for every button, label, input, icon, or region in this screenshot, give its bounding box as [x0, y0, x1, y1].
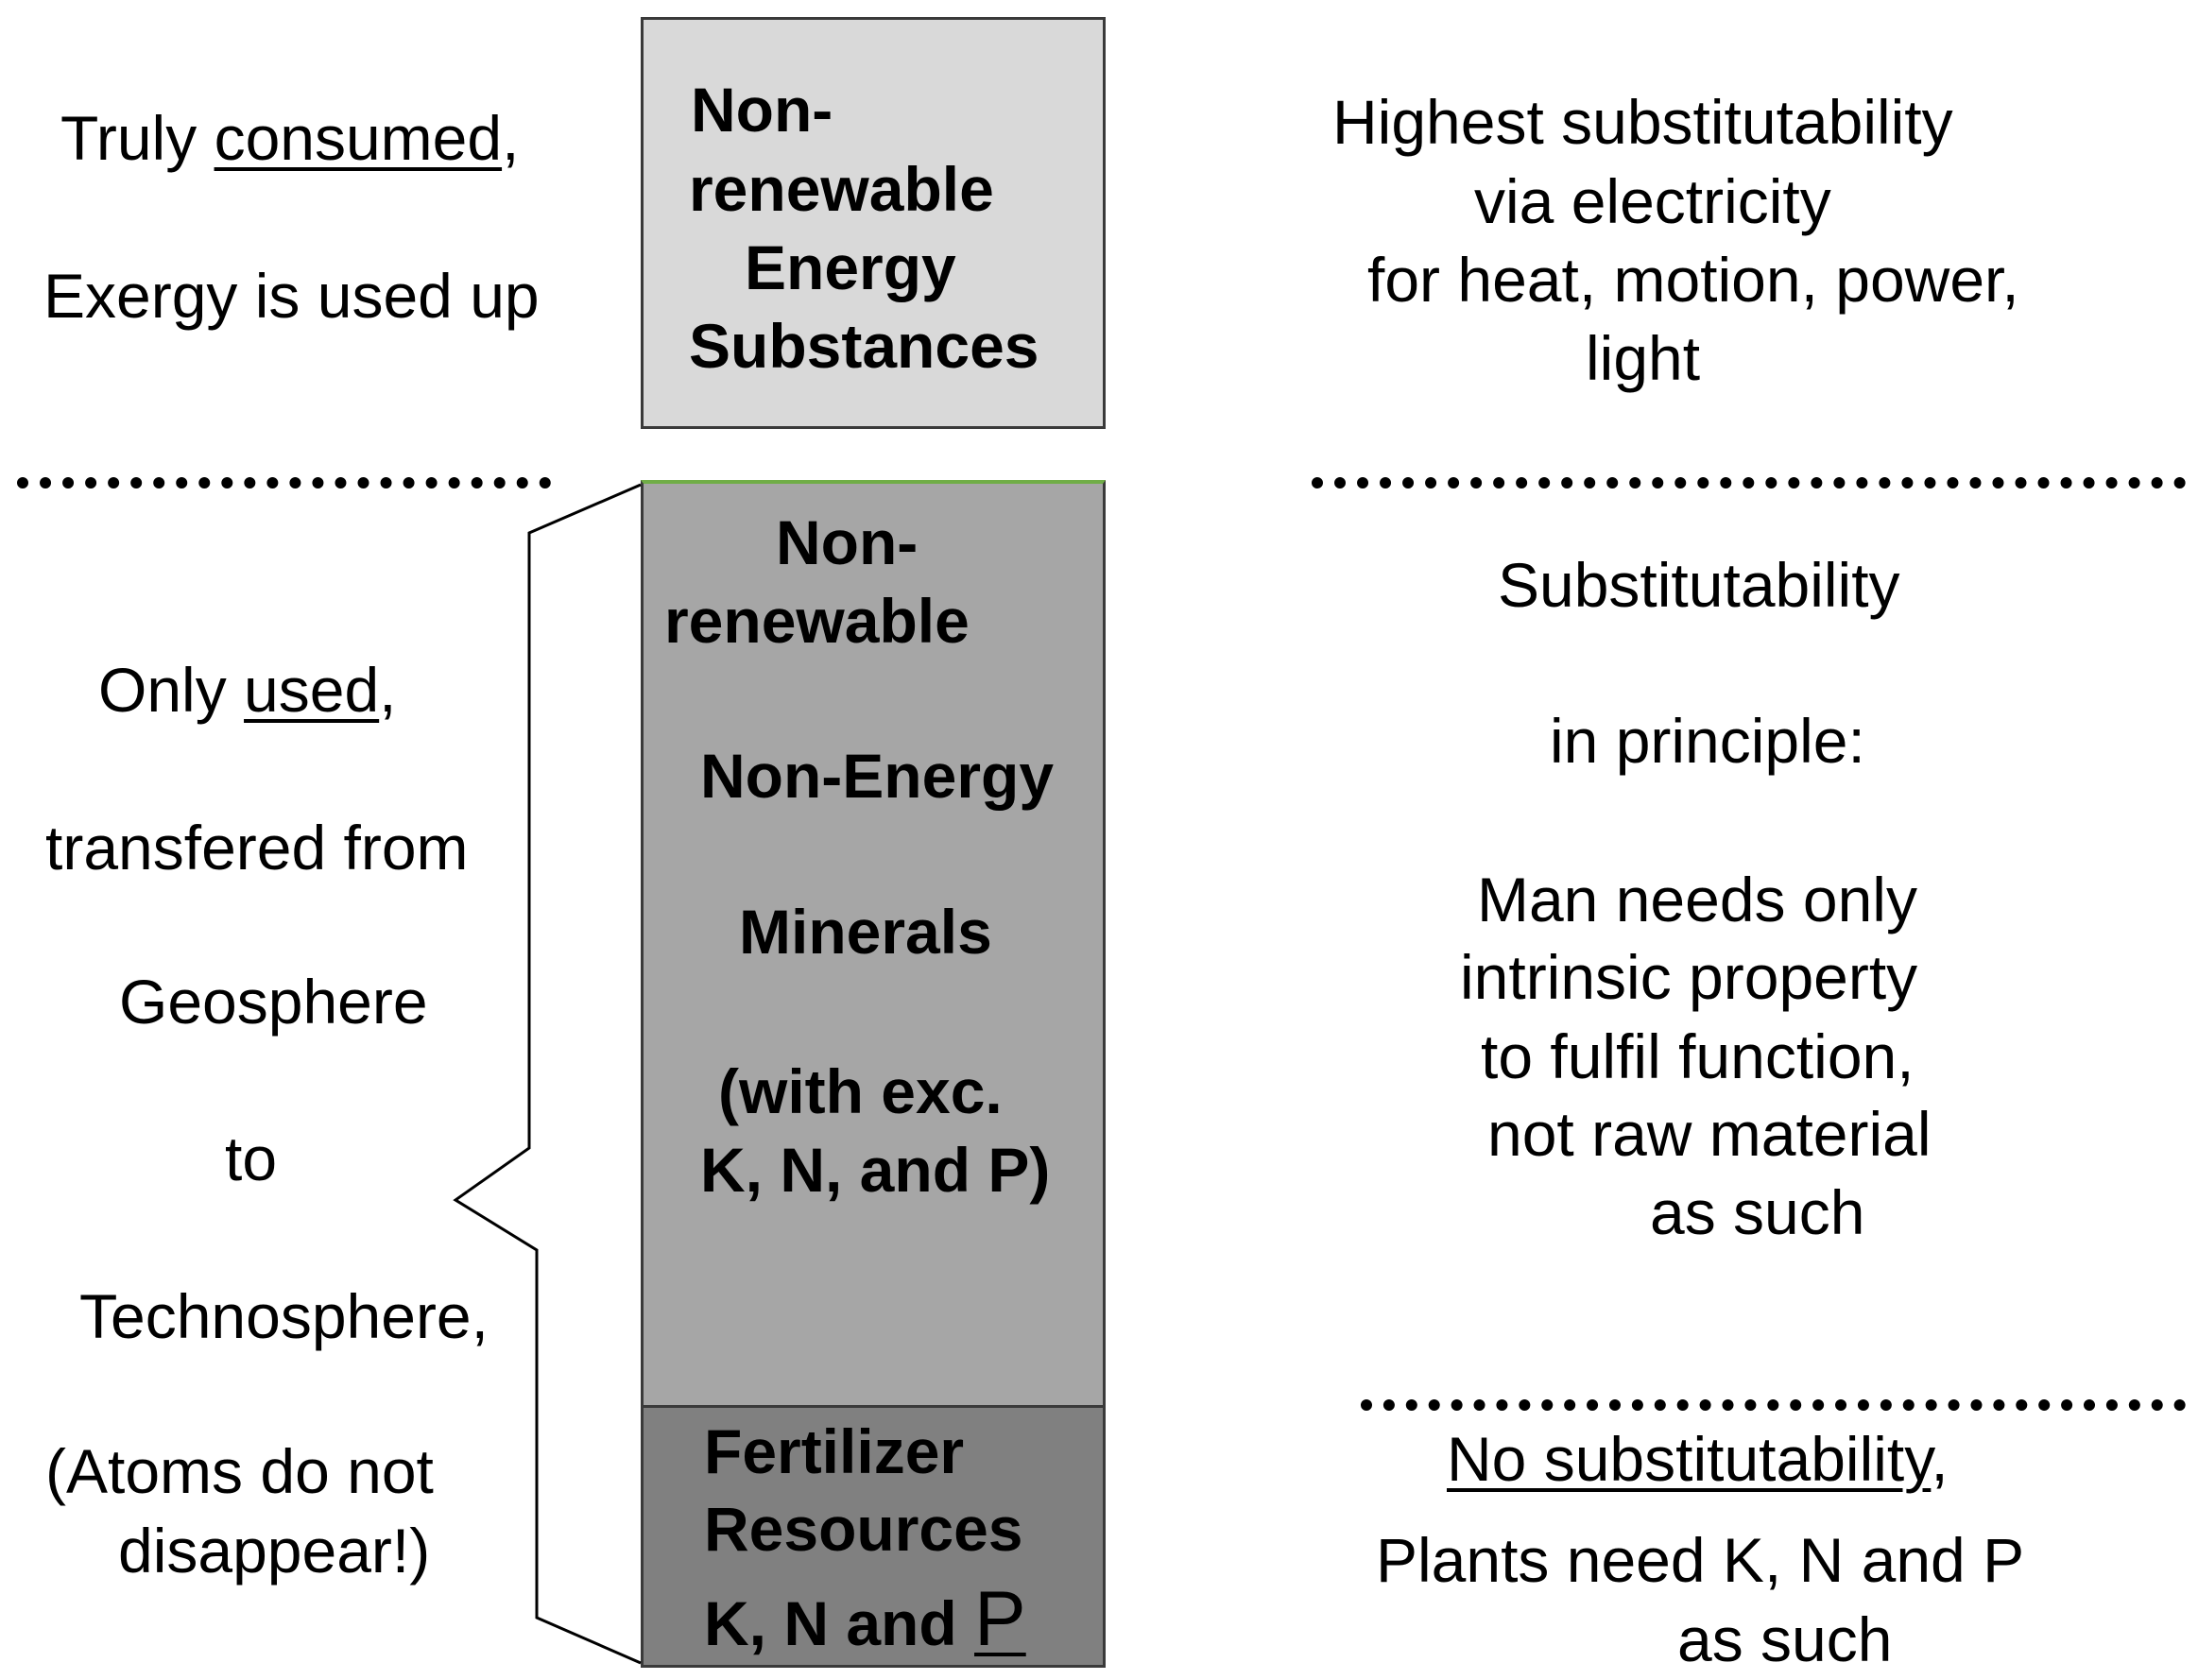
minerals-box	[641, 480, 1106, 1408]
highest-line-4: light	[1586, 323, 1701, 393]
minerals-line-1: Non-	[776, 507, 919, 577]
principle-line-2: in principle:	[1550, 706, 1865, 776]
energy-line-2: renewable	[689, 154, 994, 224]
fertilizer-line-2: Resources	[704, 1494, 1023, 1564]
consumed-suffix: ,	[502, 103, 520, 173]
principle-line-6: not raw material	[1487, 1099, 1932, 1169]
used-line-6: (Atoms do not	[45, 1436, 434, 1506]
separator-right-bottom	[1361, 1399, 2186, 1411]
separator-right-top	[1312, 477, 2186, 489]
fertilizer-p-letter: P	[974, 1576, 1026, 1662]
used-line: Only used,	[98, 659, 397, 721]
energy-substances-box	[641, 17, 1106, 429]
used-line-7: disappear!)	[118, 1516, 431, 1586]
principle-line-1: Substitutability	[1498, 550, 1900, 620]
used-line-2: transfered from	[45, 813, 469, 883]
principle-line-5: to fulfil function,	[1481, 1021, 1915, 1091]
consumed-line: Truly consumed,	[60, 107, 519, 169]
none-line-1: No substitutability,	[1447, 1428, 1949, 1490]
minerals-line-5: (with exc.	[718, 1056, 1003, 1126]
used-line-5: Technosphere,	[79, 1281, 489, 1351]
minerals-line-4: Minerals	[739, 897, 992, 967]
fertilizer-line-1: Fertilizer	[704, 1416, 965, 1486]
used-line-3: Geosphere	[119, 967, 428, 1037]
principle-line-7: as such	[1650, 1177, 1865, 1247]
used-line-4: to	[225, 1123, 278, 1193]
highest-line-3: for heat, motion, power,	[1367, 245, 2019, 315]
energy-line-3: Energy	[745, 232, 956, 302]
principle-line-4: intrinsic property	[1460, 942, 1918, 1012]
energy-line-1: Non-	[691, 75, 833, 145]
none-line-3: as such	[1677, 1604, 1893, 1674]
used-word: used	[244, 655, 380, 725]
exergy-line: Exergy is used up	[43, 261, 540, 331]
highest-line-1: Highest substitutability	[1332, 87, 1953, 157]
highest-line-2: via electricity	[1474, 166, 1831, 236]
consumed-prefix: Truly	[60, 103, 215, 173]
no-substitutability-text: No substitutability	[1447, 1424, 1932, 1494]
fertilizer-line-3: K, N and P	[704, 1581, 1026, 1658]
minerals-line-2: renewable	[664, 586, 970, 656]
minerals-line-6: K, N, and P)	[700, 1135, 1051, 1205]
none-line-2: Plants need K, N and P	[1376, 1525, 2025, 1595]
used-suffix: ,	[379, 655, 397, 725]
principle-line-3: Man needs only	[1477, 865, 1917, 934]
consumed-word: consumed	[214, 103, 503, 173]
energy-line-4: Substances	[689, 311, 1039, 381]
fertilizer-box	[641, 1405, 1106, 1668]
brace-shape	[453, 483, 642, 1665]
fertilizer-kn-text: K, N and	[704, 1588, 975, 1658]
separator-left	[17, 477, 551, 489]
minerals-line-3: Non-Energy	[700, 741, 1055, 811]
used-prefix: Only	[98, 655, 245, 725]
none-suffix: ,	[1931, 1424, 1949, 1494]
